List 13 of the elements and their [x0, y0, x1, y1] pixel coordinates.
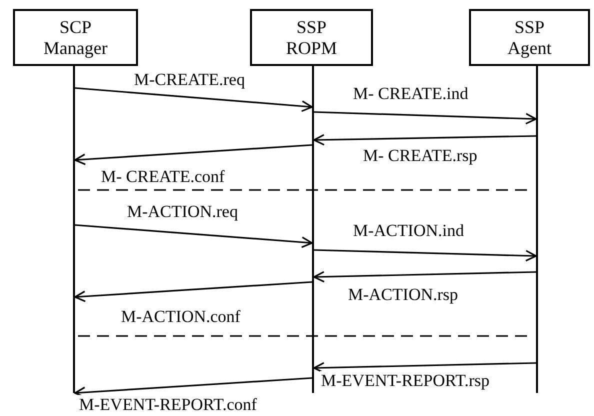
message-arrow: [74, 144, 312, 166]
message-arrow: [74, 87, 313, 112]
message-arrow: [313, 134, 536, 146]
message-arrow: [313, 270, 536, 283]
message-arrow: [314, 111, 537, 124]
participant-name: SCP Manager: [43, 16, 108, 58]
message-arrow: [313, 362, 536, 374]
participant-name: SSP ROPM: [284, 16, 338, 58]
message-arrow: [74, 281, 312, 302]
message-arrow: [314, 249, 537, 262]
message-arrow: [74, 224, 313, 248]
message-label: M-EVENT-REPORT.rsp: [320, 371, 491, 390]
participant-name: SSP Agent: [506, 16, 552, 58]
